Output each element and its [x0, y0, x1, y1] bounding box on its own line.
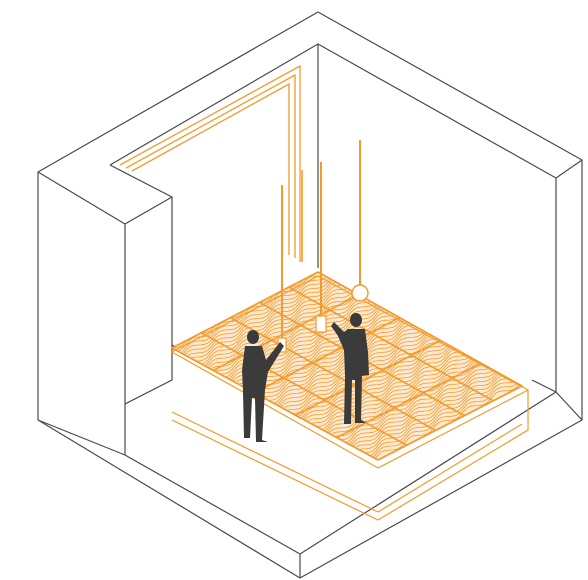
window-frame: [120, 66, 300, 262]
left-wall-cut: [38, 172, 125, 455]
window-frame-outer: [120, 66, 300, 262]
left-wall-top: [125, 197, 172, 345]
floor-cut-left: [125, 455, 300, 578]
back-wall-rim: [110, 44, 318, 268]
interior-right-floor-edge: [532, 380, 556, 392]
right-wall-cut: [556, 160, 582, 178]
window-frame-inner: [132, 84, 289, 255]
pendant-light-3: [352, 140, 368, 301]
window-frame-mid: [126, 75, 295, 258]
interior-front-floor-edge: [125, 345, 172, 404]
back-wall-rim-inner: [110, 165, 172, 197]
